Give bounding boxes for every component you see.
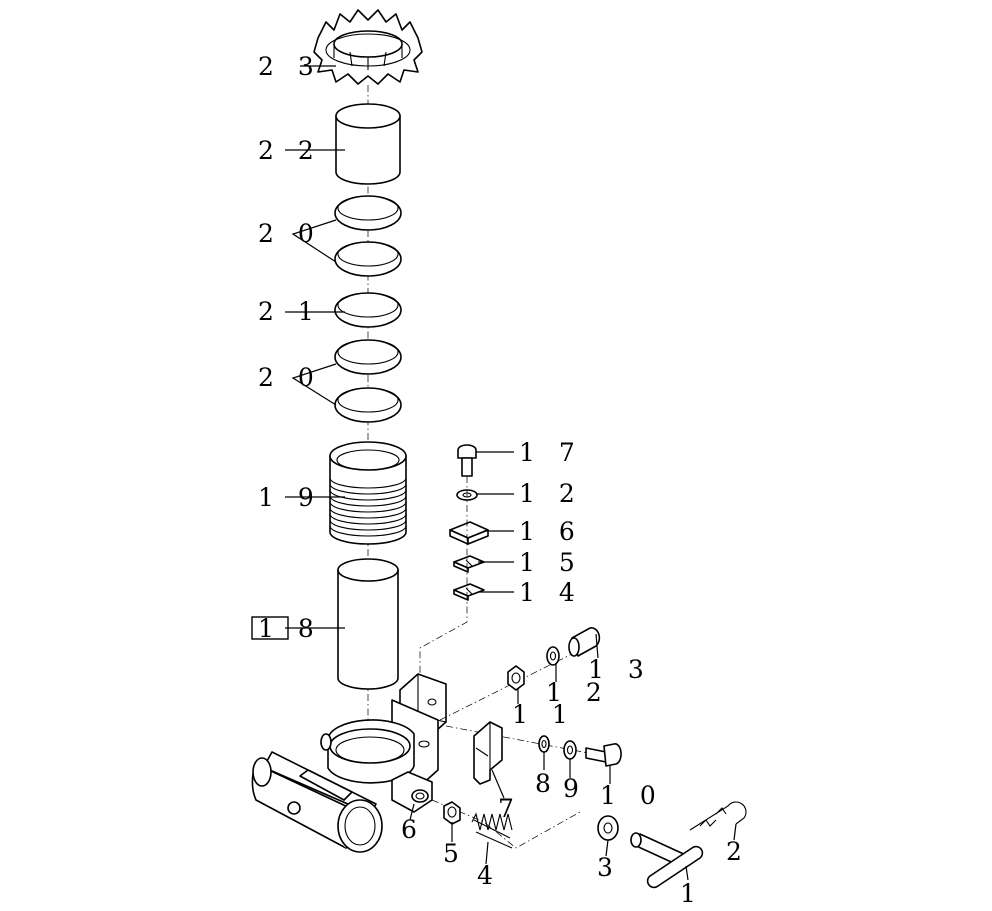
part-23-star-ring: [313, 9, 423, 85]
callout-5: 5: [443, 839, 459, 868]
callout-7: 7: [498, 794, 522, 823]
callout-14: 1 4: [519, 578, 583, 607]
callout-12-upper: 1 2: [519, 479, 583, 508]
part-21-ring: [334, 292, 402, 328]
callout-9: 9: [563, 774, 579, 803]
part-20-ring-lower-a: [334, 339, 402, 375]
callout-22: 2 2: [258, 136, 322, 165]
callout-3: 3: [597, 853, 613, 882]
callout-20-upper: 2 0: [258, 219, 322, 248]
callout-12-side: 1 2: [546, 678, 610, 707]
part-20-ring-upper-b: [334, 241, 402, 277]
callout-4: 4: [477, 861, 493, 890]
part-19-threaded-bushing: [329, 441, 407, 545]
part-9-washer: [563, 740, 577, 760]
callout-18: 1 8: [258, 614, 322, 643]
part-16-plate: [449, 521, 489, 545]
part-2-spring-clip: [689, 801, 747, 831]
part-1-t-handle-pin: [630, 832, 704, 889]
part-20-ring-lower-b: [334, 387, 402, 423]
callout-19: 1 9: [258, 483, 322, 512]
part-8-washer: [538, 735, 550, 753]
part-14-clip: [453, 583, 485, 601]
part-15-clip: [453, 555, 485, 573]
callout-13: 1 3: [588, 655, 652, 684]
part-3-washer: [597, 815, 619, 841]
part-12-washer-side: [546, 646, 560, 666]
callout-10: 1 0: [600, 781, 664, 810]
part-20-ring-upper-a: [334, 195, 402, 231]
part-22-sleeve: [335, 103, 401, 185]
part-10-bolt: [585, 743, 622, 767]
callout-23: 2 3: [258, 52, 322, 81]
part-18-shaft: [337, 558, 399, 690]
tube-body: [251, 751, 383, 853]
part-4-spring: [471, 812, 513, 849]
part-5-bushing: [443, 801, 461, 825]
callout-8: 8: [535, 769, 551, 798]
callout-21: 2 1: [258, 297, 322, 326]
part-11-nut: [507, 665, 525, 691]
callout-18-box: [251, 616, 289, 640]
callout-2: 2: [726, 837, 742, 866]
part-13-bolt: [568, 627, 601, 657]
callout-11: 1 1: [512, 700, 576, 729]
callout-1: 1: [680, 879, 696, 908]
callout-16: 1 6: [519, 517, 583, 546]
callout-15: 1 5: [519, 548, 583, 577]
callout-6: 6: [401, 815, 417, 844]
callout-20-lower: 2 0: [258, 363, 322, 392]
part-7-bracket-plate: [473, 721, 503, 785]
callout-17: 1 7: [519, 438, 583, 467]
part-17-bolt: [457, 444, 477, 477]
